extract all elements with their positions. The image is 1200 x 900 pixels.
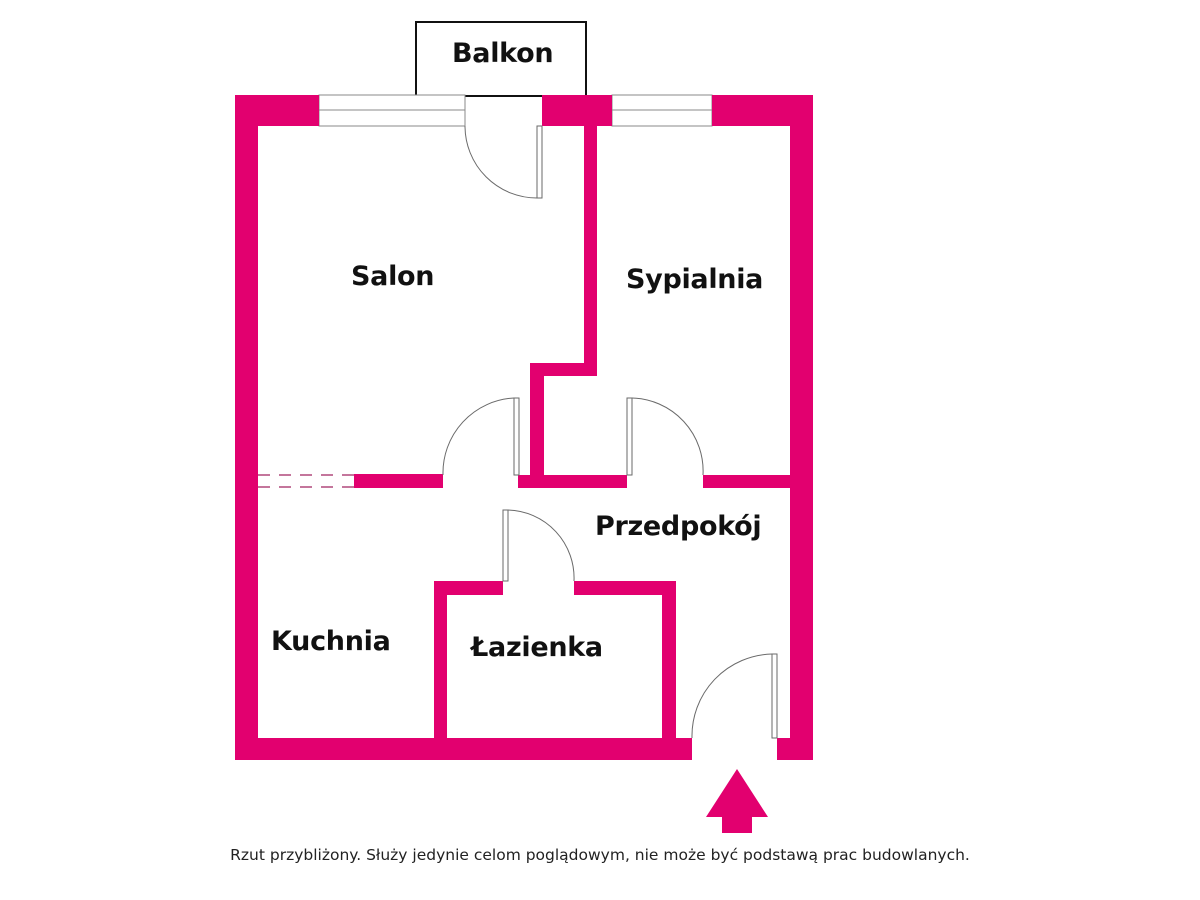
outer-walls (235, 95, 813, 760)
door-salon (442, 397, 520, 476)
disclaimer-caption: Rzut przybliżony. Służy jedynie celom po… (230, 846, 970, 864)
balcony-outline (415, 21, 587, 97)
room-label-salon: Salon (351, 261, 435, 292)
room-label-lazienka: Łazienka (471, 632, 603, 663)
door-lazienka (502, 509, 575, 582)
room-label-balkon: Balkon (452, 38, 554, 69)
door-sypialnia (626, 397, 704, 476)
door-balcony (464, 125, 543, 199)
room-label-przedpokoj: Przedpokój (595, 511, 762, 542)
window-sypialnia (611, 94, 713, 127)
entrance-arrow-icon (706, 769, 768, 833)
window-salon (318, 94, 466, 127)
door-entrance (691, 653, 778, 739)
open-partition-dashed (258, 474, 354, 488)
room-label-kuchnia: Kuchnia (271, 626, 391, 657)
interior-walls (354, 126, 790, 741)
room-label-sypialnia: Sypialnia (626, 264, 764, 295)
